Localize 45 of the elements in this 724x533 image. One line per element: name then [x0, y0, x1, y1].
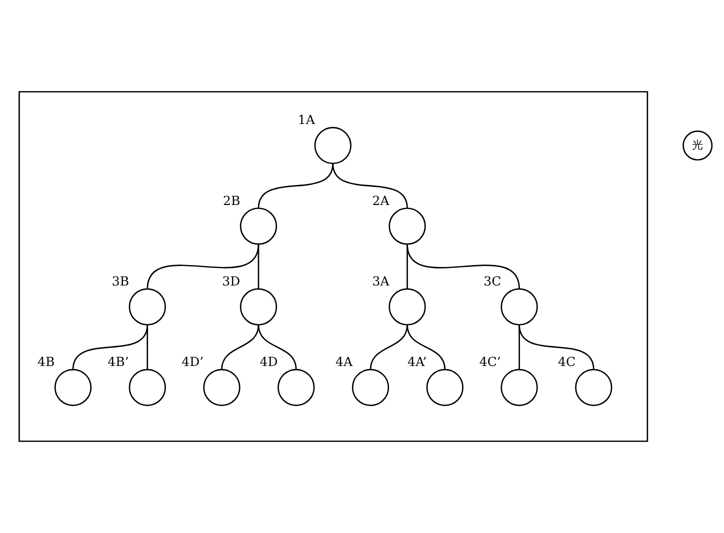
node-circle [500, 368, 538, 406]
node-circle [240, 288, 278, 326]
connector [406, 324, 446, 370]
node-label: 4A [336, 354, 353, 370]
node-circle [426, 368, 464, 406]
connector [258, 244, 260, 289]
node-circle [500, 288, 538, 326]
connector [146, 244, 260, 290]
connector [221, 324, 260, 370]
node-circle [54, 368, 92, 406]
node-circle [352, 368, 390, 406]
cluster [18, 91, 648, 442]
node-circle [575, 368, 612, 406]
connector [258, 324, 297, 370]
node-circle [388, 208, 426, 245]
node-label: 1A [298, 112, 315, 128]
node-circle [388, 288, 426, 326]
node-label: 4C’ [479, 354, 501, 370]
node-label: 4C [558, 354, 576, 370]
connector [370, 324, 408, 370]
connector [518, 324, 520, 370]
node-label: 4B’ [108, 354, 129, 370]
node-label: 4A’ [408, 354, 427, 370]
node-label: 3B [112, 274, 130, 288]
node-label: 4D [260, 354, 278, 370]
connector [258, 163, 334, 208]
connector [72, 324, 148, 370]
connector [332, 163, 408, 208]
connector [518, 324, 594, 370]
node-circle [240, 208, 278, 245]
node-circle [203, 368, 240, 406]
node-circle [314, 126, 352, 164]
node-label: 2B [223, 192, 240, 208]
connector [146, 324, 148, 370]
node-label: 4B [38, 354, 55, 370]
node-circle [128, 368, 166, 406]
node-label: 3A [372, 274, 390, 288]
node-circle: 光 [682, 130, 713, 161]
node-label: 3C [484, 274, 502, 288]
node-circle [278, 368, 315, 406]
node-label: 2A [372, 192, 390, 208]
node-circle [128, 288, 166, 326]
node-label: 3D [222, 274, 240, 288]
node-label: 4D’ [182, 354, 204, 370]
connector [406, 244, 520, 290]
